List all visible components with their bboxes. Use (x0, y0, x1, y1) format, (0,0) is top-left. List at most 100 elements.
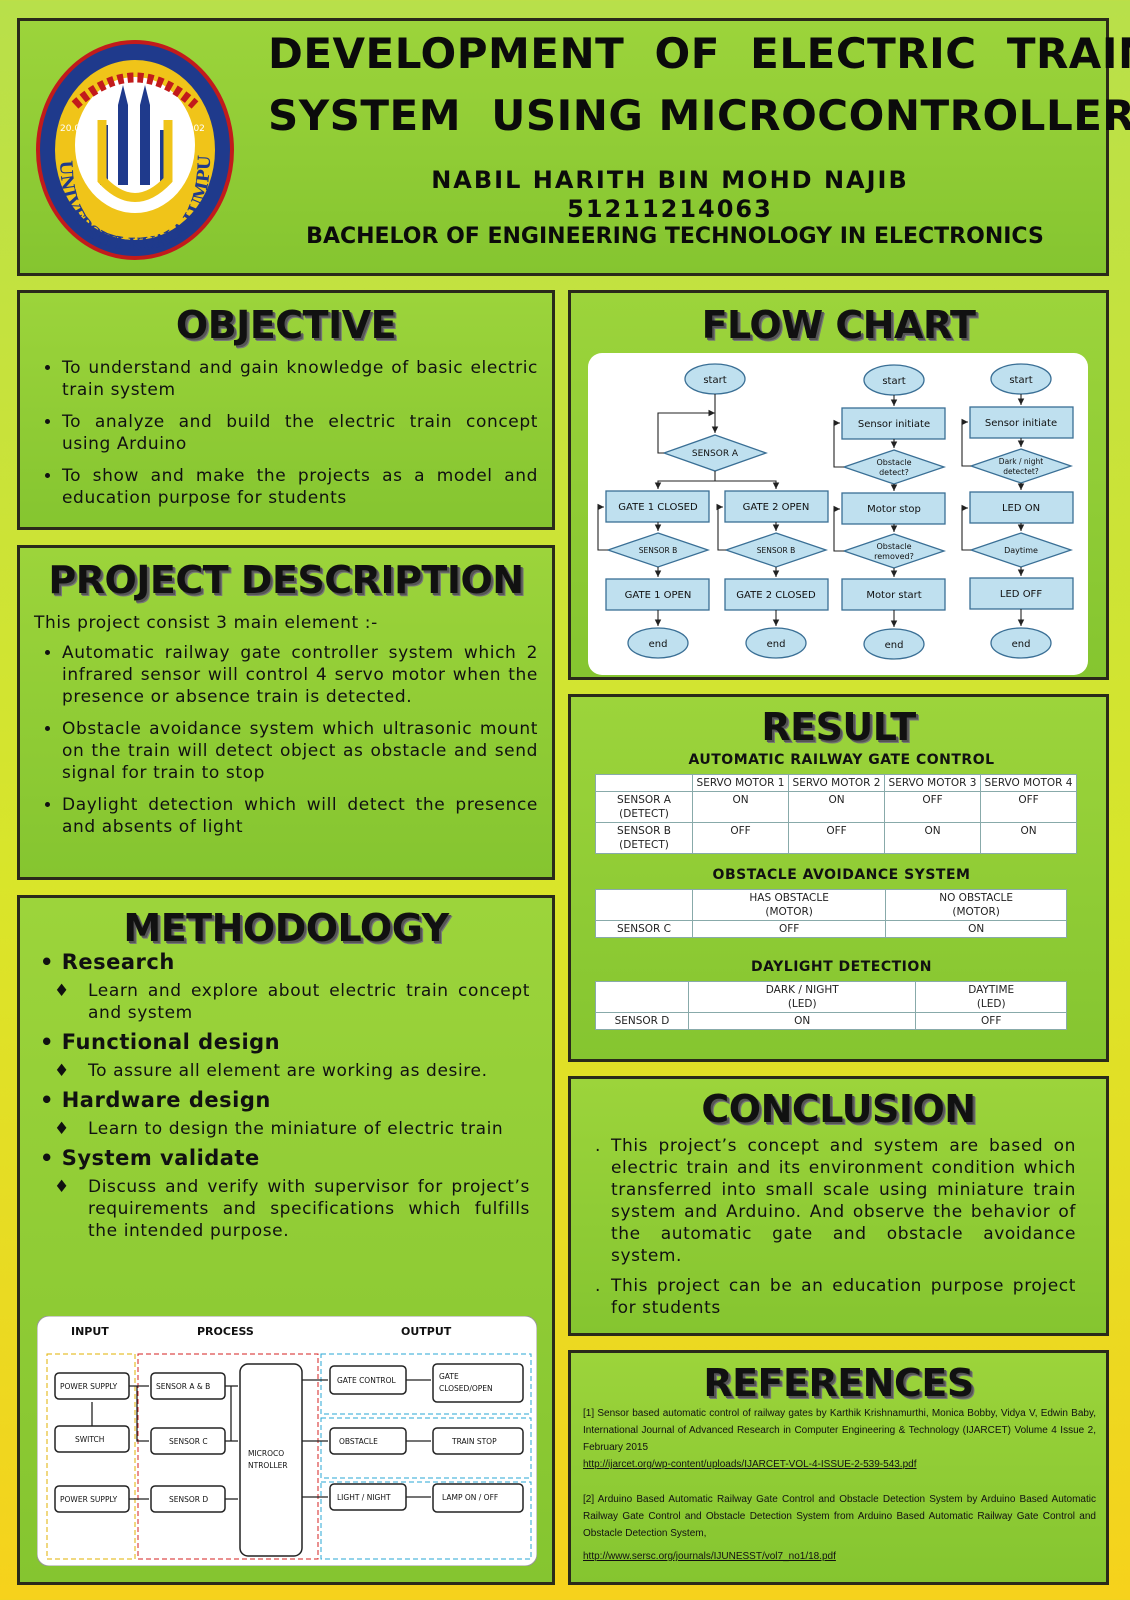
reference-link[interactable]: http://ijarcet.org/wp-content/uploads/IJ… (583, 1459, 917, 1470)
power-supply-label-2: POWER SUPPLY (60, 1495, 118, 1504)
table-header: NO OBSTACLE(MOTOR) (885, 889, 1067, 921)
flowchart-diagram: start SENSOR A GATE 1 CLOSED GATE 2 OPEN… (588, 353, 1088, 675)
gate-closed-label-1: GATE (439, 1372, 459, 1381)
fc-daytime-label: Daytime (1004, 546, 1038, 555)
table-header: SERVO MOTOR 4 (980, 774, 1077, 792)
result-heading: RESULT (761, 705, 916, 749)
fc-gate1-closed (605, 490, 710, 523)
fc-arrow (657, 409, 715, 454)
references-heading: REFERENCES (703, 1361, 974, 1405)
method-step-title: • Functional design (40, 1030, 281, 1054)
fc-sensor-initiate-2 (969, 406, 1074, 439)
table-header: DARK / NIGHT(LED) (687, 981, 917, 1013)
fc-sensor-b-1-label: SENSOR B (639, 546, 678, 555)
fc-arrow (715, 480, 780, 489)
fc-motor-start-label: Motor start (866, 590, 921, 601)
fc-motor-stop-label: Motor stop (867, 504, 921, 515)
fc-arrow (961, 418, 971, 467)
table-header: SERVO MOTOR 3 (884, 774, 981, 792)
table-cell: OFF (692, 822, 789, 854)
logo-spire-left (118, 85, 128, 105)
reference-item: [1] Sensor based automatic control of ra… (583, 1408, 1096, 1453)
conclusion-item: .This project’s concept and system are b… (595, 1136, 1076, 1266)
gate-table-title: AUTOMATIC RAILWAY GATE CONTROL (688, 752, 995, 768)
output-label: OUTPUT (401, 1325, 452, 1338)
fc-gate1-open (605, 578, 710, 611)
table-cell: OFF (788, 822, 885, 854)
method-step: • Hardware design ♦Learn to design the m… (40, 1088, 530, 1140)
fc-dark-night-label-1: Dark / night (999, 457, 1043, 466)
title-line-1: DEVELOPMENT OF ELECTRIC TRAIN (268, 29, 1130, 78)
gate-control-label: GATE CONTROL (337, 1376, 397, 1385)
sensor-d-label: SENSOR D (169, 1495, 208, 1504)
description-item: Daylight detection which will detect the… (62, 794, 538, 838)
table-row: HAS OBSTACLE(MOTOR) NO OBSTACLE(MOTOR) (595, 889, 1067, 921)
fc-obstacle-removed-label-1: Obstacle (876, 542, 911, 551)
table-cell (595, 774, 693, 792)
description-item: Obstacle avoidance system which ultrason… (62, 718, 538, 784)
fc-arrow (597, 503, 608, 551)
method-step-title: • System validate (40, 1146, 260, 1170)
references-panel: REFERENCES [1] Sensor based automatic co… (568, 1350, 1109, 1585)
fc-obstacle-removed-label-2: removed? (874, 552, 914, 561)
fc-gate2-open (724, 490, 829, 523)
arrow-ps1-sensorc (136, 1386, 149, 1442)
table-header: HAS OBSTACLE(MOTOR) (691, 889, 887, 921)
fc-sensor-initiate-2-label: Sensor initiate (985, 418, 1057, 429)
fc-gate2-closed (724, 578, 829, 611)
fc-gate1-open-label: GATE 1 OPEN (625, 590, 692, 601)
fc-gate2-open-label: GATE 2 OPEN (743, 502, 810, 513)
table-cell: OFF (915, 1012, 1067, 1030)
table-cell: ON (692, 791, 789, 823)
reference-list: [1] Sensor based automatic control of ra… (583, 1405, 1096, 1565)
methodology-steps: • Research ♦Learn and explore about elec… (40, 950, 530, 1242)
fc-end-2 (745, 627, 807, 659)
flowchart-panel: FLOW CHART (568, 290, 1109, 680)
table-row-label: SENSOR C (595, 920, 693, 938)
fc-gate1-closed-label: GATE 1 CLOSED (618, 502, 698, 513)
sensor-ab-label: SENSOR A & B (156, 1382, 210, 1391)
obstacle-table-title: OBSTACLE AVOIDANCE SYSTEM (712, 867, 971, 883)
process-zone (137, 1353, 319, 1560)
fc-led-on (969, 491, 1074, 524)
description-intro: This project consist 3 main element :- (34, 613, 378, 633)
description-heading: PROJECT DESCRIPTION (48, 558, 524, 602)
table-row-label: SENSOR D (595, 1012, 689, 1030)
block-diagram: INPUT PROCESS OUTPUT (37, 1316, 537, 1566)
objective-heading: OBJECTIVE (175, 303, 397, 347)
fc-arrow (961, 504, 971, 551)
switch-label: SWITCH (75, 1435, 104, 1444)
conclusion-list: .This project’s concept and system are b… (589, 1135, 1076, 1319)
lamp-box (432, 1483, 524, 1513)
gate-closed-open-box (432, 1363, 524, 1403)
method-step-title: • Research (40, 950, 175, 974)
method-step-detail: ♦Discuss and verify with supervisor for … (54, 1177, 530, 1241)
input-zone (46, 1353, 136, 1560)
table-cell: OFF (980, 791, 1077, 823)
table-cell: ON (884, 822, 981, 854)
fc-arrow (833, 419, 844, 468)
table-row-label: SENSOR A(DETECT) (595, 791, 693, 823)
sensor-c-label: SENSOR C (169, 1437, 208, 1446)
fc-motor-stop (841, 492, 946, 525)
fc-start-1-label: start (703, 375, 726, 386)
fc-obstacle-detect-label-2: detect? (879, 468, 909, 477)
output-zone-2 (320, 1417, 532, 1479)
logo-year-left: 20.08 (60, 124, 86, 134)
objective-item: To show and make the projects as a model… (62, 465, 538, 509)
fc-led-on-label: LED ON (1002, 503, 1040, 514)
program-name: BACHELOR OF ENGINEERING TECHNOLOGY IN EL… (306, 224, 1044, 249)
fc-dark-night-label-2: detectet? (1003, 467, 1039, 476)
logo-u-shape (97, 120, 173, 202)
method-step: • System validate ♦Discuss and verify wi… (40, 1146, 530, 1242)
header-panel: 20.08 2002 UNIVERSITI KUALA LUMPUR DEVEL… (17, 18, 1130, 276)
method-step-title: • Hardware design (40, 1088, 271, 1112)
fc-sensor-initiate-1-label: Sensor initiate (858, 419, 930, 430)
fc-motor-start (841, 578, 946, 611)
method-step-detail: ♦Learn and explore about electric train … (54, 981, 530, 1023)
fc-start-3-label: start (1009, 375, 1032, 386)
method-step-detail: ♦Learn to design the miniature of electr… (54, 1119, 504, 1139)
obstacle-label: OBSTACLE (339, 1437, 378, 1446)
author-name: NABIL HARITH BIN MOHD NAJIB (431, 166, 909, 194)
reference-link[interactable]: http://www.sersc.org/journals/IJUNESST/v… (583, 1551, 836, 1562)
